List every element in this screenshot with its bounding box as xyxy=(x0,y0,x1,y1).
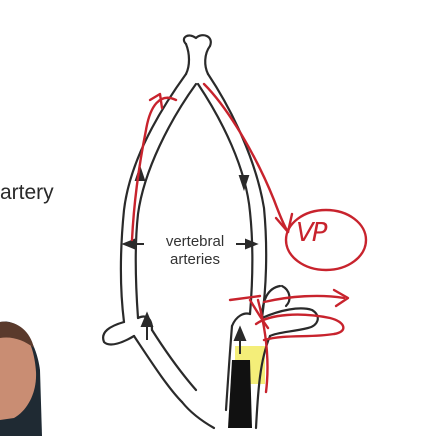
presenter-figure xyxy=(0,321,42,436)
arrow-left-icon xyxy=(121,238,144,250)
artery-label: artery xyxy=(0,181,54,204)
arrow-down-icon xyxy=(238,175,250,192)
arrow-right-icon xyxy=(236,238,259,250)
red-annotations xyxy=(130,82,368,394)
arrow-up-icon xyxy=(140,311,154,340)
arrow-up-icon xyxy=(233,325,247,354)
dark-vessel-block xyxy=(228,360,252,428)
vessel-outline xyxy=(102,34,319,430)
vertebral-label-line1: vertebral xyxy=(165,233,225,250)
vertebral-arteries-label: vertebral arteries xyxy=(150,233,240,269)
flow-arrows xyxy=(121,164,259,354)
circled-note-label: VP xyxy=(296,218,328,248)
vertebral-label-line2: arteries xyxy=(169,251,221,268)
